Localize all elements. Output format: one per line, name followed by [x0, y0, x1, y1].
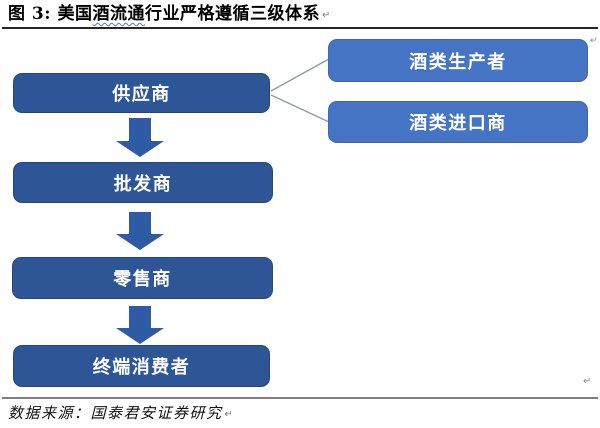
node-label: 供应商	[112, 84, 171, 104]
figure-title-prefix: 图 3: 美国	[8, 4, 93, 24]
data-source-note: 数据来源：国泰君安证券研究↵	[8, 402, 234, 426]
node-label: 零售商	[113, 269, 172, 289]
node-label: 酒类进口商	[409, 113, 507, 133]
node-alcohol-importer: 酒类进口商	[328, 101, 588, 143]
paragraph-mark-icon: ↵	[590, 36, 598, 46]
down-arrow-icon	[116, 118, 164, 157]
node-label: 酒类生产者	[409, 51, 507, 72]
down-arrow-icon	[116, 306, 164, 344]
node-label: 终端消费者	[92, 357, 191, 377]
node-label: 批发商	[113, 173, 173, 194]
data-source-text: 数据来源：国泰君安证券研究	[8, 404, 223, 422]
figure-title-suffix: 行业严格遵循三级体系	[144, 4, 320, 24]
title-divider	[2, 27, 598, 29]
connector-line-producer	[270, 58, 330, 92]
paragraph-mark-icon: ↵	[224, 409, 235, 420]
paragraph-mark-icon: ↵	[321, 10, 331, 21]
figure-title-spellcheck-word: 酒流通	[92, 4, 145, 24]
connector-line-importer	[270, 94, 330, 123]
paragraph-mark-icon: ↵	[583, 376, 592, 387]
figure-title: 图 3: 美国酒流通行业严格遵循三级体系↵	[8, 2, 594, 28]
node-end-consumer: 终端消费者	[13, 345, 270, 387]
node-supplier: 供应商	[13, 73, 270, 113]
footer-divider	[2, 397, 598, 399]
node-wholesaler: 批发商	[13, 162, 273, 203]
node-alcohol-producer: 酒类生产者	[328, 39, 588, 82]
down-arrow-icon	[116, 212, 164, 250]
node-retailer: 零售商	[12, 257, 273, 299]
